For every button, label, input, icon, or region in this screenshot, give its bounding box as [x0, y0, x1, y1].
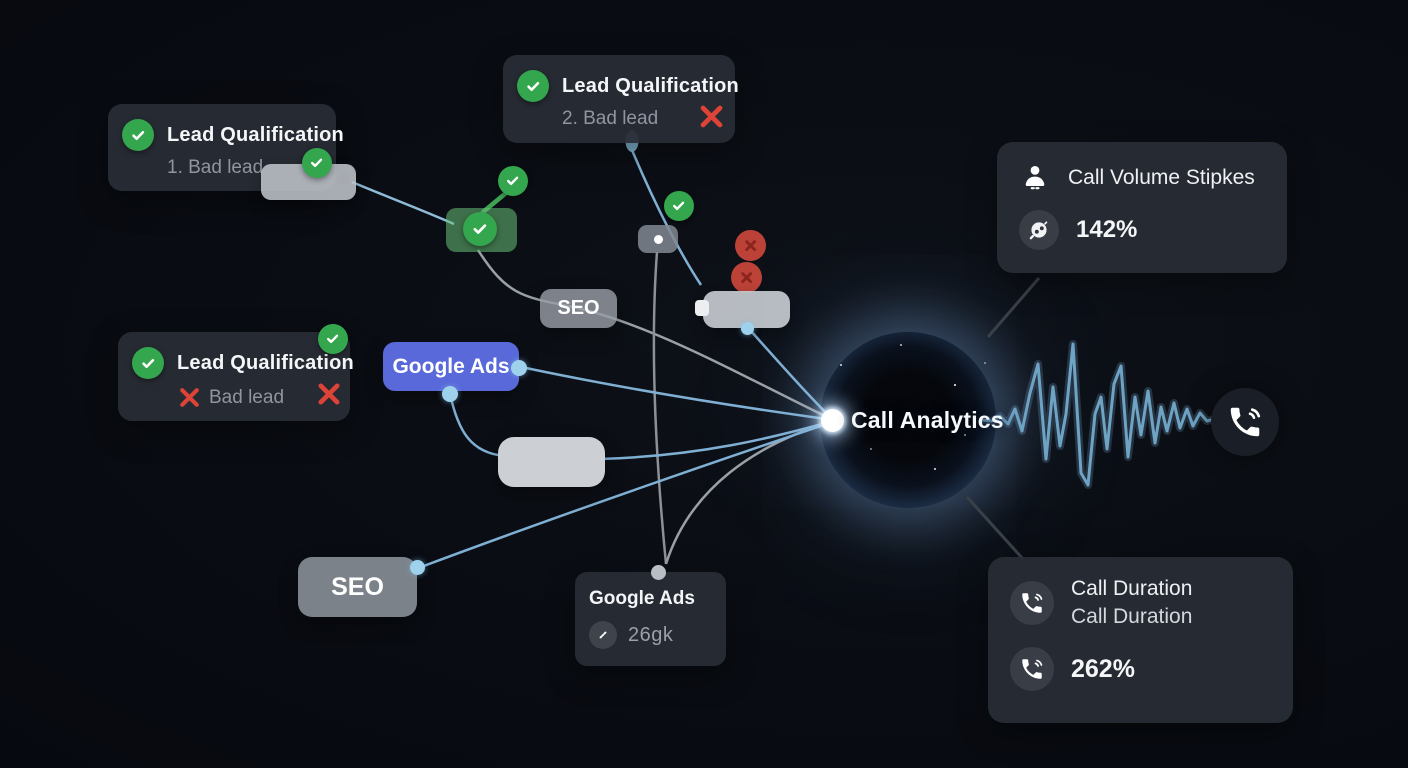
- phone-icon: [1010, 581, 1054, 625]
- placeholder-node[interactable]: [498, 437, 605, 487]
- check-icon: [498, 166, 528, 196]
- node-subtitle: Bad lead: [209, 386, 285, 408]
- check-icon: [517, 70, 549, 102]
- node-title: Lead Qualification: [167, 123, 344, 146]
- node-dot: [653, 234, 663, 244]
- node-title: Google Ads: [589, 588, 695, 609]
- check-icon: [318, 324, 348, 354]
- call-volume-card[interactable]: Call Volume Stipkes 142%: [997, 142, 1287, 273]
- check-icon: [302, 148, 332, 178]
- call-duration-card[interactable]: Call Duration Call Duration 262%: [988, 557, 1293, 723]
- check-icon: [122, 119, 154, 151]
- x-icon: [177, 385, 202, 410]
- slot-node[interactable]: [695, 291, 790, 335]
- card-title: Call Duration: [1071, 577, 1193, 600]
- x-circle-icon: [735, 230, 766, 261]
- check-icon: [132, 347, 164, 379]
- seo-label: SEO: [331, 572, 384, 601]
- google-ads-button[interactable]: Google Ads: [383, 342, 519, 391]
- node-lead-qualification-3[interactable]: Lead Qualification Bad lead: [118, 324, 354, 421]
- mini-node[interactable]: [638, 225, 678, 253]
- x-circle-icon: [731, 262, 762, 293]
- seo-label: SEO: [557, 297, 600, 319]
- node-google-ads[interactable]: Google Ads 26gk: [575, 565, 726, 666]
- phone-icon: [1010, 647, 1054, 691]
- x-icon: [315, 380, 343, 408]
- card-subtitle: Call Duration: [1071, 605, 1193, 628]
- google-ads-label: Google Ads: [392, 354, 510, 378]
- phone-button[interactable]: [1211, 388, 1279, 456]
- node-title: Lead Qualification: [562, 74, 739, 97]
- check-icon: [664, 191, 694, 221]
- hub-label: Call Analytics: [851, 407, 1004, 433]
- node-title: Lead Qualification: [177, 351, 354, 374]
- seo-button[interactable]: SEO: [540, 289, 617, 328]
- hub-port-dot[interactable]: [821, 409, 844, 432]
- phone-icon: [1226, 403, 1264, 441]
- x-icon: [697, 102, 726, 131]
- metric-value: 142%: [1076, 216, 1138, 243]
- link-icon: [589, 621, 617, 649]
- person-icon: [1019, 162, 1051, 194]
- metric-value: 262%: [1071, 654, 1135, 683]
- dial-icon: [1019, 210, 1059, 250]
- connector-dot[interactable]: [442, 386, 458, 402]
- connector-notch: [338, 173, 349, 185]
- node-lead-qualification-2[interactable]: Lead Qualification 2. Bad lead: [503, 55, 739, 143]
- connector-dot[interactable]: [741, 322, 754, 335]
- card-title: Call Volume Stipkes: [1068, 166, 1255, 189]
- connector-dot[interactable]: [651, 565, 666, 580]
- check-icon: [463, 212, 497, 246]
- connector-dot[interactable]: [410, 560, 425, 575]
- seo-button[interactable]: SEO: [298, 557, 417, 617]
- connector-dot[interactable]: [511, 360, 527, 376]
- metric-value: 26gk: [628, 623, 674, 646]
- node-subtitle: 2. Bad lead: [562, 108, 659, 129]
- call-analytics-orb[interactable]: [820, 332, 996, 508]
- input-nub: [695, 300, 709, 316]
- node-subtitle: 1. Bad lead: [167, 157, 264, 178]
